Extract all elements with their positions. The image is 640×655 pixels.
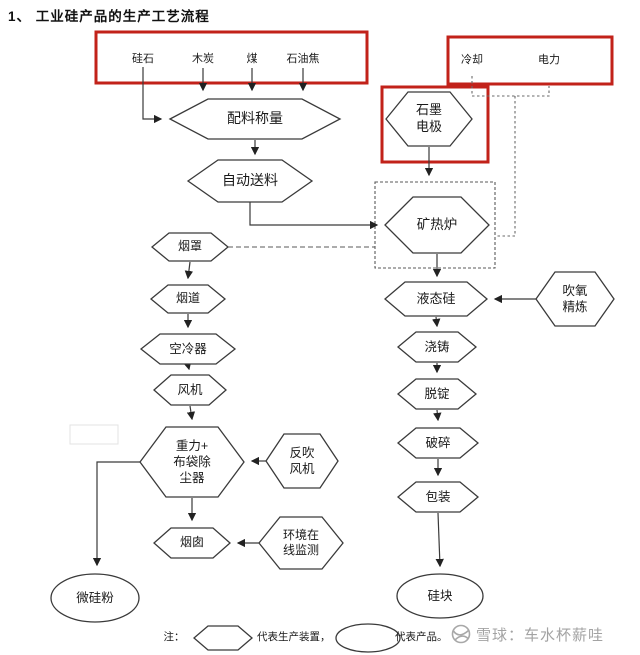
label-electric-power: 电力 [538,54,560,67]
arrow-fan-to-collector [186,405,196,421]
packing-hexagon [396,481,480,513]
fan-hexagon [153,374,227,406]
node-label-liquid-silicon: 液态硅 [416,290,456,306]
ingot-stripping-hexagon [396,378,478,410]
arrow-collector-to-silica-fume [92,461,140,567]
furnace-dashed-box [374,181,496,269]
graphite-electrode-highlight-box [380,85,490,164]
legend-note: 注： [163,631,185,644]
arrow-packing-to-block [435,512,444,568]
power-to-furnace-dashed-line [496,96,516,237]
graphite-electrode-hexagon [385,91,473,147]
connector-arrows [92,67,536,568]
legend-product-text: 代表产品。 [395,631,448,644]
env-monitoring-hexagon [258,516,344,570]
label-cooling: 冷却 [461,54,483,67]
legend-hexagon [193,625,253,651]
casting-hexagon [396,331,478,363]
page-title: 1、 工业硅产品的生产工艺流程 [8,9,210,24]
arrow-feeding-to-furnace [249,202,379,230]
legend-device-text: 代表生产装置， [257,631,331,644]
air-cooler-hexagon [139,333,237,365]
node-label-fume-hood: 烟罩 [177,239,202,254]
back-blow-fan-hexagon [265,433,339,489]
node-label-chimney: 烟囱 [179,535,204,550]
node-label-silica-fume: 微硅粉 [76,591,114,605]
fume-hood-hexagon [150,232,230,262]
node-label-ingot-stripping: 脱锭 [424,387,450,401]
node-label-auto-feeding: 自动送料 [222,172,278,189]
legend-ellipse [335,623,401,653]
node-label-back-blow-fan: 反吹 风机 [289,446,315,476]
crushing-hexagon [396,427,480,459]
arrow-ingot-to-crushing [433,409,442,422]
watermark-text: 雪球：车水杯薪哇 [476,626,605,644]
node-label-oxygen-refining: 吹氧 精炼 [562,284,588,314]
label-coal: 煤 [246,53,258,66]
arrow-silica-to-batching [142,67,163,124]
oxygen-refining-hexagon [535,271,615,327]
furnace-hexagon [384,196,490,254]
snowball-logo-icon [451,624,471,644]
node-label-batching-weighing: 配料称量 [227,110,283,127]
node-label-silicon-block: 硅块 [427,589,453,603]
node-label-flue: 烟道 [175,291,200,306]
node-label-dust-collector: 重力+ 布袋除 尘器 [173,439,211,485]
arrow-hood-to-flue [184,261,194,280]
cooling-power-dashed-line [471,76,550,97]
silica-fume-ellipse [50,573,140,623]
flue-hexagon [149,284,227,314]
label-petroleum-coke: 石油焦 [286,53,320,66]
node-label-packing: 包装 [425,490,451,504]
label-silica-stone: 硅石 [132,53,154,66]
node-label-casting: 浇铸 [424,340,450,354]
node-label-crushing: 破碎 [425,436,451,450]
dust-collector-hexagon [139,426,245,498]
node-label-graphite-electrode: 石墨 电极 [415,102,442,134]
chimney-hexagon [153,527,231,559]
silicon-block-ellipse [396,573,484,619]
raw-materials-highlight-box [94,30,369,85]
utilities-highlight-box [446,35,614,86]
auto-feeding-hexagon [186,159,314,203]
artifact-box [69,424,119,445]
node-label-fan: 风机 [177,383,203,397]
node-label-furnace: 矿热炉 [416,217,458,233]
arrow-liquid-to-casting [432,316,441,328]
batching-weighing-hexagon [168,98,342,140]
arrow-cooler-to-fan [183,361,192,371]
node-label-env-monitoring: 环境在 线监测 [282,527,319,557]
liquid-silicon-hexagon [383,281,489,317]
label-charcoal: 木炭 [192,53,214,66]
node-label-air-cooler: 空冷器 [169,342,207,356]
